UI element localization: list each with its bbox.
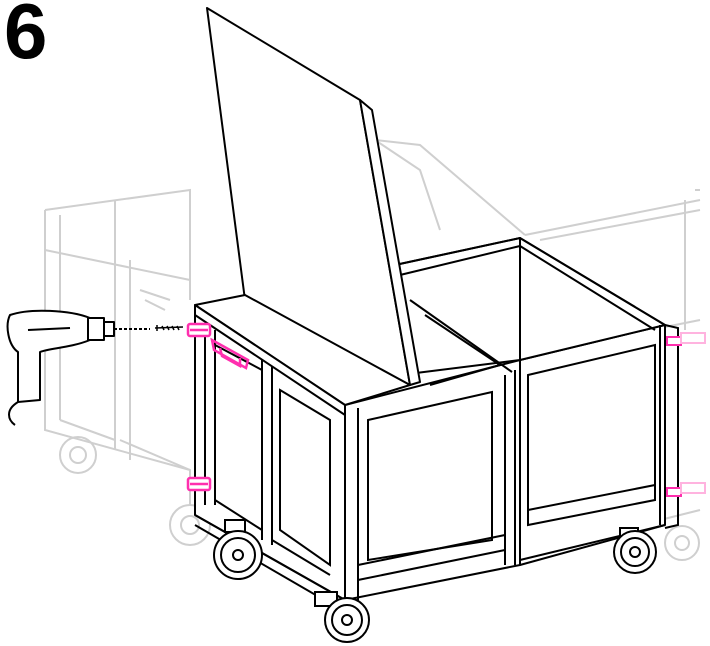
screw-icon — [154, 325, 184, 331]
crate-frame-lines — [194, 236, 679, 617]
caster-wheel-front-right-icon — [613, 527, 657, 574]
caster-wheel-front-center-icon — [314, 591, 370, 643]
ghost-module-left — [44, 188, 211, 546]
lid-panel — [194, 7, 421, 416]
hinge-right-top-icon — [666, 332, 706, 346]
caster-wheel-front-left-icon — [213, 519, 263, 580]
step-number: 6 — [4, 0, 48, 75]
side-handle-icon — [210, 337, 250, 370]
ghost-module-right — [374, 139, 701, 561]
hinge-top-icon — [186, 322, 212, 338]
hinge-bottom-icon — [186, 476, 212, 492]
drill-icon — [6, 309, 150, 426]
hinge-right-bottom-icon — [666, 482, 706, 497]
